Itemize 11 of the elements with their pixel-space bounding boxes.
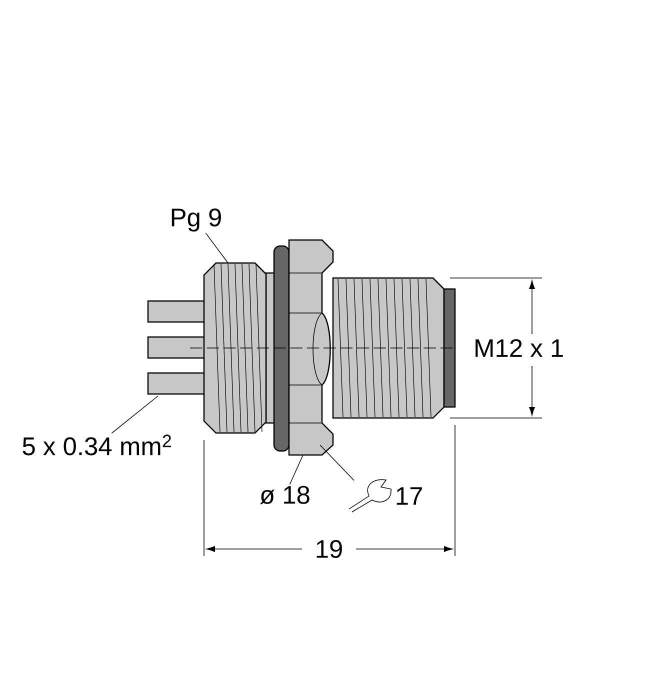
leader-line — [111, 396, 158, 434]
callout-text: 17 — [396, 487, 422, 505]
leader-line — [289, 454, 304, 485]
dimension-label: M12 x 1 — [476, 339, 563, 357]
callout-text: Pg 9 — [172, 208, 221, 232]
leader-line — [320, 444, 354, 481]
dimension-label: 19 — [316, 540, 342, 558]
wrench-icon — [348, 479, 392, 512]
callout-text: 5 x 0.34 mm$^{2}$ — [22, 434, 171, 456]
leader-line — [205, 232, 228, 264]
callout-text: ø 18 — [260, 486, 310, 504]
